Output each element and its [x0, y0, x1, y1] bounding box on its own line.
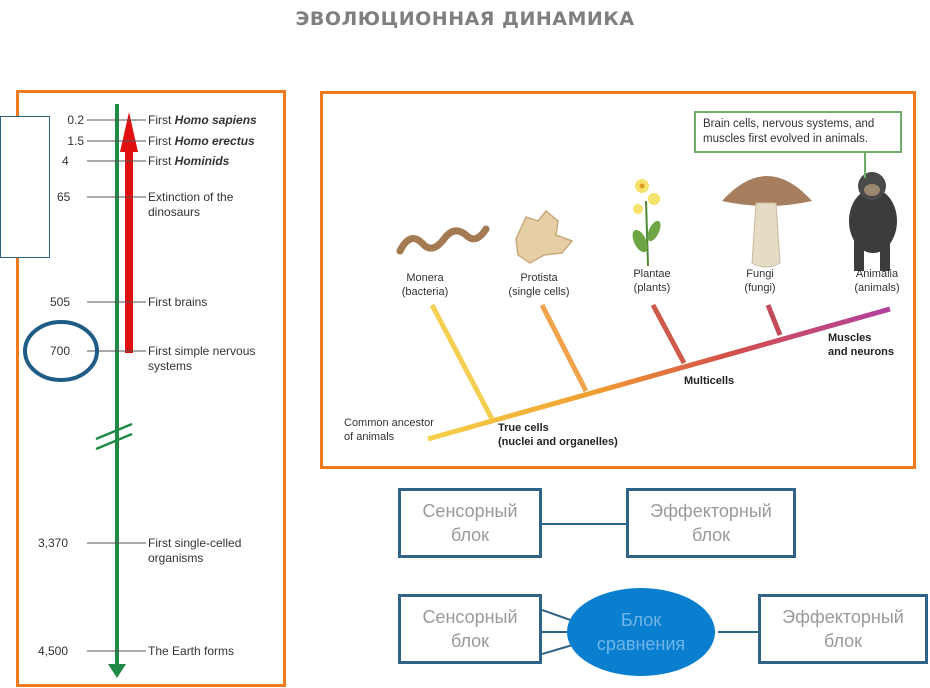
red-arrow-head — [120, 112, 138, 152]
blank-box — [0, 116, 50, 258]
kingdom-label-fungi: Fungi (fungi) — [744, 268, 776, 294]
kingdom-label-protista: Protista (single cells) — [508, 272, 570, 298]
timeline-value: 700 — [50, 344, 71, 358]
sensor-block: Сенсорный блок — [398, 488, 542, 558]
true-cells-label: True cells (nuclei and organelles) — [498, 422, 618, 448]
break-mark — [95, 432, 133, 451]
timeline-axis-arrowhead — [108, 664, 126, 678]
timeline-event-label: First brains — [148, 295, 208, 309]
timeline-event-label: Extinction of the dinosaurs — [148, 190, 234, 219]
timeline-event-label: First single-celled organisms — [148, 536, 242, 565]
timeline-value: 3,370 — [38, 536, 69, 550]
evolution-note: Brain cells, nervous systems, and muscle… — [694, 111, 902, 153]
tree-trunk — [427, 306, 891, 442]
effector-block-2: Эффекторный блок — [758, 594, 928, 664]
branch-protista — [539, 303, 589, 393]
timeline-value: 1.5 — [67, 134, 84, 148]
break-mark — [95, 422, 133, 441]
note-pointer — [864, 152, 866, 178]
tree-panel — [320, 91, 916, 469]
timeline-graphics — [23, 104, 146, 678]
timeline-value: 505 — [50, 295, 71, 309]
branch-plantae — [650, 303, 687, 365]
chimp-illustration — [849, 172, 897, 271]
kingdom-label-animalia: Animalia (animals) — [854, 268, 900, 294]
timeline-value: 0.2 — [67, 113, 84, 127]
timeline-event-label: First Homo sapiens — [148, 113, 257, 127]
kingdom-label-plantae: Plantae (plants) — [633, 268, 671, 294]
common-ancestor-label: Common ancestor of animals — [344, 417, 434, 443]
tree-graphics — [396, 172, 897, 442]
comparison-block: Блок сравнения — [567, 588, 715, 676]
timeline-event-label: First Hominids — [148, 154, 230, 168]
timeline-value: 4 — [62, 154, 69, 168]
timeline-value: 4,500 — [38, 644, 69, 658]
muscles-label: Muscles and neurons — [828, 332, 895, 358]
page-title: ЭВОЛЮЦИОННАЯ ДИНАМИКА — [295, 8, 635, 30]
timeline-panel — [16, 90, 286, 687]
branch-monera — [429, 303, 495, 421]
bacteria-illustration — [396, 225, 490, 255]
mushroom-illustration — [722, 176, 812, 268]
multicells-label: Multicells — [684, 375, 735, 387]
plant-illustration — [632, 179, 661, 267]
highlight-circle — [23, 320, 99, 382]
kingdom-label-monera: Monera (bacteria) — [401, 272, 449, 298]
sensor-block-2: Сенсорный блок — [398, 594, 542, 664]
effector-block: Эффекторный блок — [626, 488, 796, 558]
connector-line — [542, 523, 626, 525]
timeline-event-label: First simple nervous systems — [148, 344, 256, 373]
timeline-event-label: The Earth forms — [148, 644, 235, 658]
timeline-event-label: First Homo erectus — [148, 134, 255, 148]
branch-fungi — [765, 304, 783, 336]
protist-illustration — [515, 209, 574, 264]
connector-line-2 — [718, 631, 758, 633]
timeline-value: 65 — [57, 190, 71, 204]
